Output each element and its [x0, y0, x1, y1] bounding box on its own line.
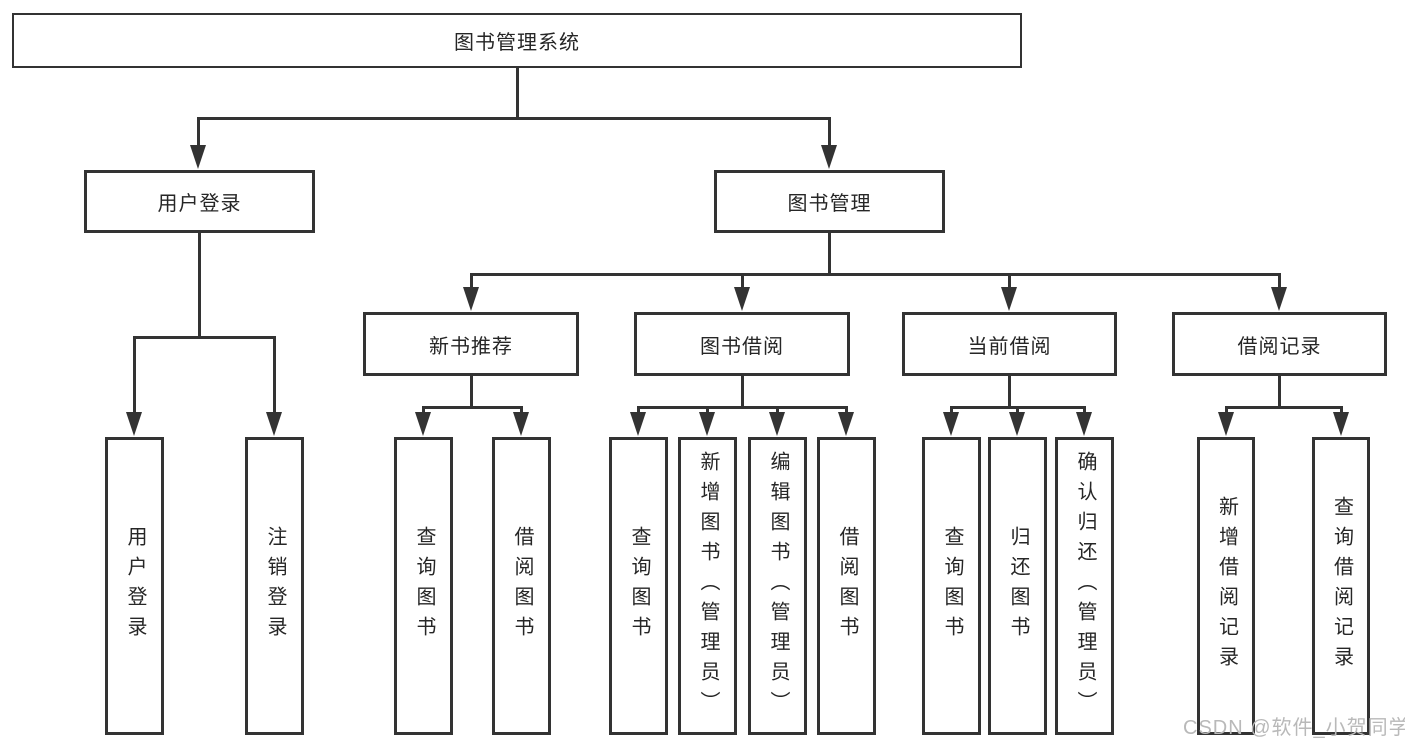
connector-line	[1225, 406, 1228, 415]
connector-line	[637, 406, 848, 409]
node-label: 借阅图书	[836, 526, 858, 646]
arrow-down-icon	[415, 412, 431, 436]
node-label: 确认归还（管理员）	[1074, 451, 1096, 721]
leaf-query-books-recommend: 查询图书	[394, 437, 453, 735]
connector-line	[1016, 406, 1019, 415]
node-label: 查询图书	[628, 526, 650, 646]
arrow-down-icon	[630, 412, 646, 436]
arrow-down-icon	[943, 412, 959, 436]
arrow-down-icon	[699, 412, 715, 436]
node-label: 用户登录	[157, 193, 242, 215]
arrow-down-icon	[821, 145, 837, 169]
arrow-down-icon	[1001, 287, 1017, 311]
connector-line	[198, 233, 201, 336]
arrow-down-icon	[126, 412, 142, 436]
connector-line	[520, 406, 523, 415]
node-label: 新增图书（管理员）	[697, 451, 719, 721]
connector-line	[422, 406, 425, 415]
arrow-down-icon	[1009, 412, 1025, 436]
connector-line	[197, 117, 200, 149]
leaf-edit-books-admin: 编辑图书（管理员）	[748, 437, 807, 735]
connector-line	[1340, 406, 1343, 415]
leaf-user-login: 用户登录	[105, 437, 164, 735]
node-label: 查询图书	[941, 526, 963, 646]
leaf-return-books: 归还图书	[988, 437, 1047, 735]
arrow-down-icon	[463, 287, 479, 311]
connector-line	[1008, 273, 1011, 290]
leaf-borrow-books: 借阅图书	[817, 437, 876, 735]
arrow-down-icon	[513, 412, 529, 436]
connector-line	[133, 336, 276, 339]
connector-line	[470, 273, 473, 290]
connector-line	[516, 68, 519, 117]
arrow-down-icon	[838, 412, 854, 436]
arrow-down-icon	[266, 412, 282, 436]
arrow-down-icon	[1333, 412, 1349, 436]
connector-line	[273, 336, 276, 414]
arrow-down-icon	[1271, 287, 1287, 311]
connector-line	[470, 376, 473, 406]
leaf-logout: 注销登录	[245, 437, 304, 735]
node-book-borrow: 图书借阅	[634, 312, 850, 376]
connector-line	[1225, 406, 1343, 409]
node-new-book-recommend: 新书推荐	[363, 312, 579, 376]
arrow-down-icon	[1218, 412, 1234, 436]
node-label: 查询图书	[413, 526, 435, 646]
node-label: 新书推荐	[429, 335, 513, 358]
node-current-borrow: 当前借阅	[902, 312, 1117, 376]
arrow-down-icon	[769, 412, 785, 436]
node-label: 当前借阅	[967, 335, 1052, 358]
leaf-query-borrow-record: 查询借阅记录	[1312, 437, 1370, 735]
leaf-query-books-borrow: 查询图书	[609, 437, 668, 735]
connector-line	[1008, 376, 1011, 406]
connector-line	[828, 117, 831, 149]
connector-line	[828, 233, 831, 273]
connector-line	[845, 406, 848, 415]
connector-line	[133, 336, 136, 414]
arrow-down-icon	[190, 145, 206, 169]
connector-line	[637, 406, 640, 415]
node-label: 用户登录	[124, 526, 146, 646]
connector-line	[1278, 376, 1281, 406]
node-book-management: 图书管理	[714, 170, 945, 233]
node-label: 查询借阅记录	[1330, 496, 1353, 676]
connector-line	[1278, 273, 1281, 290]
connector-line	[706, 406, 709, 415]
connector-line	[1083, 406, 1086, 415]
node-label: 归还图书	[1007, 526, 1029, 646]
leaf-confirm-return-admin: 确认归还（管理员）	[1055, 437, 1114, 735]
leaf-query-books-current: 查询图书	[922, 437, 981, 735]
node-label: 编辑图书（管理员）	[767, 451, 789, 721]
node-borrow-records: 借阅记录	[1172, 312, 1387, 376]
node-label: 借阅图书	[511, 526, 533, 646]
connector-line	[741, 273, 744, 290]
arrow-down-icon	[1076, 412, 1092, 436]
leaf-borrow-books-recommend: 借阅图书	[492, 437, 551, 735]
connector-line	[470, 273, 1281, 276]
connector-line	[197, 117, 831, 120]
connector-line	[776, 406, 779, 415]
node-label: 新增借阅记录	[1215, 496, 1238, 676]
connector-line	[422, 406, 523, 409]
node-label: 借阅记录	[1237, 335, 1322, 358]
connector-line	[950, 406, 953, 415]
arrow-down-icon	[734, 287, 750, 311]
node-label: 图书管理系统	[454, 32, 580, 54]
csdn-watermark: CSDN @软件_小贺同学	[1183, 717, 1405, 739]
node-user-login: 用户登录	[84, 170, 315, 233]
node-library-management-system: 图书管理系统	[12, 13, 1022, 68]
node-label: 图书借阅	[700, 335, 784, 358]
connector-line	[741, 376, 744, 406]
node-label: 图书管理	[787, 193, 872, 215]
leaf-add-borrow-record: 新增借阅记录	[1197, 437, 1255, 735]
node-label: 注销登录	[264, 526, 286, 646]
leaf-add-books-admin: 新增图书（管理员）	[678, 437, 737, 735]
